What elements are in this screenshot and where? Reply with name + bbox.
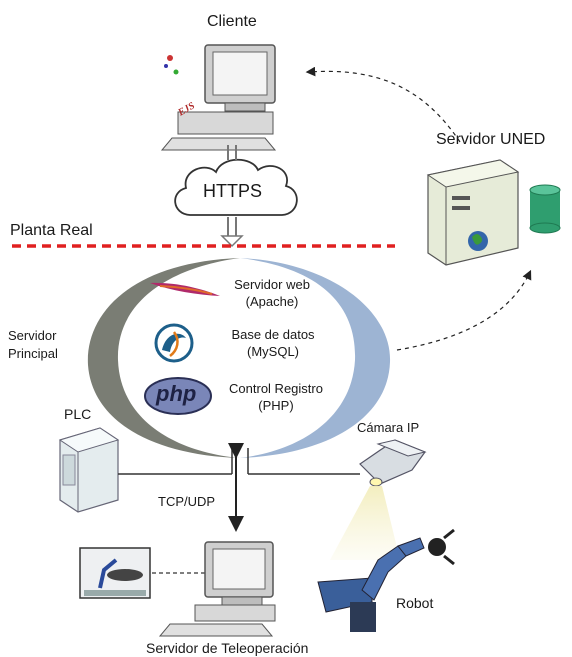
plc-label: PLC [64,406,92,422]
robot-arm-icon [317,528,455,632]
connection-lines [118,448,360,475]
database-label-line2: (MySQL) [247,344,299,359]
robot-scene-icon [79,547,151,599]
php-logo-text: php [156,381,197,406]
teleop-computer-icon [158,541,276,637]
teleop-server-label: Servidor de Teleoperación [146,640,309,656]
robot-label: Robot [396,595,434,611]
plc-icon [58,427,120,513]
https-label: HTTPS [203,181,263,201]
server-uned-icon [426,159,520,266]
client-computer-icon [160,44,277,151]
web-server-label-line1: Servidor web [234,277,310,292]
main-server-label: Servidor Principal [8,327,58,363]
real-plant-label: Planta Real [10,222,93,239]
control-label: Control Registro (PHP) [214,380,338,414]
web-server-label-line2: (Apache) [245,294,299,309]
ejs-icon [164,55,179,75]
control-label-line2: (PHP) [258,398,294,413]
main-server-label-line2: Principal [8,346,58,361]
main-server-ring [87,258,391,458]
ip-camera-icon [359,439,427,487]
tcp-udp-label: TCP/UDP [158,494,216,509]
cloud-icon [174,145,298,248]
php-icon [144,377,212,415]
ip-camera-label: Cámara IP [357,420,420,435]
apache-feather-icon [150,282,220,296]
uned-server-label: Servidor UNED [436,131,546,148]
database-label: Base de datos (MySQL) [218,326,328,360]
control-label-line1: Control Registro [229,381,323,396]
mysql-icon [154,323,194,363]
database-icon [529,184,561,234]
database-label-line1: Base de datos [231,327,315,342]
uned-to-client-arrow [305,66,461,143]
main-server-label-line1: Servidor [8,328,57,343]
camera-light-beam [330,486,400,560]
client-label: Cliente [207,13,257,30]
web-server-label: Servidor web (Apache) [222,276,322,310]
server-to-uned-arrow [396,269,532,351]
